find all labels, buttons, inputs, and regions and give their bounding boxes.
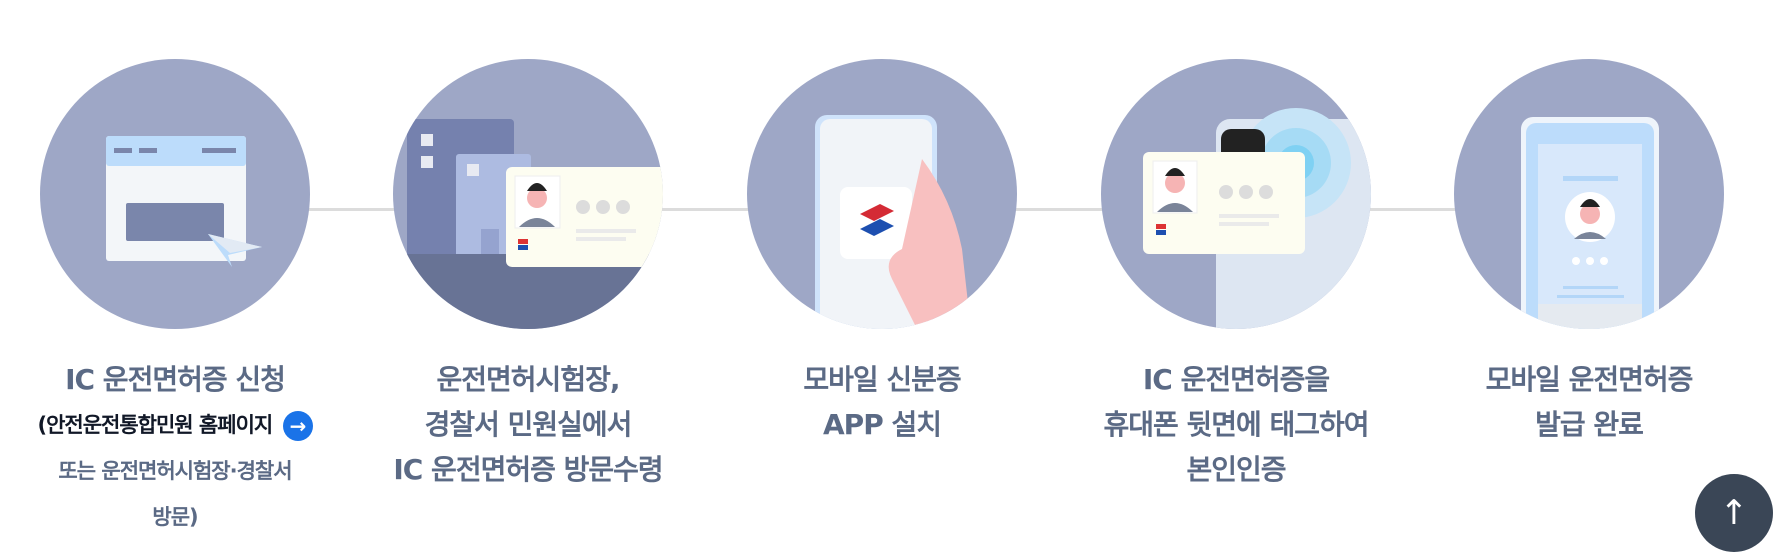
- police-station-license-card-icon: [393, 59, 663, 329]
- step-title: 운전면허시험장, 경찰서 민원실에서 IC 운전면허증 방문수령: [393, 363, 663, 486]
- phone-app-install-icon: [747, 59, 1017, 329]
- scroll-to-top-button[interactable]: ↑: [1695, 474, 1773, 552]
- mobile-license-issued-icon: [1454, 59, 1724, 329]
- step-title: 모바일 운전면허증 발급 완료: [1485, 363, 1694, 441]
- step-2: 운전면허시험장, 경찰서 민원실에서 IC 운전면허증 방문수령: [358, 59, 698, 492]
- homepage-link[interactable]: (안전운전통합민원 홈페이지 →: [5, 402, 345, 448]
- homepage-link-label[interactable]: (안전운전통합민원 홈페이지: [37, 413, 273, 437]
- arrow-right-icon[interactable]: →: [282, 411, 313, 441]
- step-note: 또는 운전면허시험장·경찰서 방문): [58, 459, 292, 529]
- step-title: 모바일 신분증 APP 설치: [803, 363, 961, 441]
- step-4: IC 운전면허증을 휴대폰 뒷면에 태그하여 본인인증: [1066, 59, 1406, 492]
- arrow-up-icon: ↑: [1719, 493, 1749, 533]
- step-title: IC 운전면허증을 휴대폰 뒷면에 태그하여 본인인증: [1103, 363, 1369, 486]
- step-3: 모바일 신분증 APP 설치: [712, 59, 1052, 447]
- step-1: IC 운전면허증 신청 (안전운전통합민원 홈페이지 → 또는 운전면허시험장·…: [5, 59, 345, 540]
- step-5: 모바일 운전면허증 발급 완료: [1419, 59, 1759, 447]
- browser-window-cursor-icon: [40, 59, 310, 329]
- nfc-card-tag-icon: [1101, 59, 1371, 329]
- step-title: IC 운전면허증 신청: [65, 363, 286, 396]
